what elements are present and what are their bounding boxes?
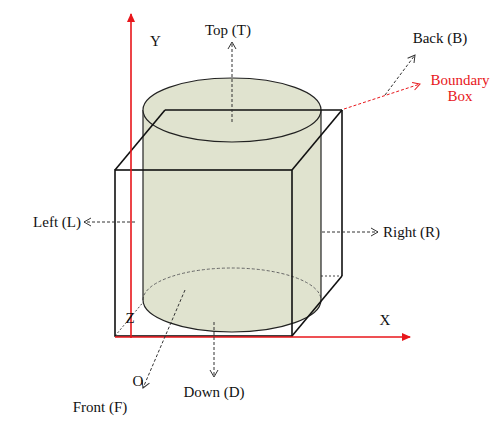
face-label: Back (B) (413, 30, 468, 47)
face-label: Down (D) (183, 384, 244, 401)
axis-label: Z (125, 310, 134, 327)
face-label: Top (T) (205, 22, 251, 39)
origin-label: O (133, 373, 144, 390)
axis-label: X (380, 312, 391, 329)
face-label: Left (L) (33, 214, 81, 231)
face-label: Front (F) (73, 399, 128, 416)
face-label: Right (R) (383, 224, 440, 241)
boundary-box-label: Boundary Box (425, 72, 495, 105)
axis-label: Y (150, 33, 161, 50)
